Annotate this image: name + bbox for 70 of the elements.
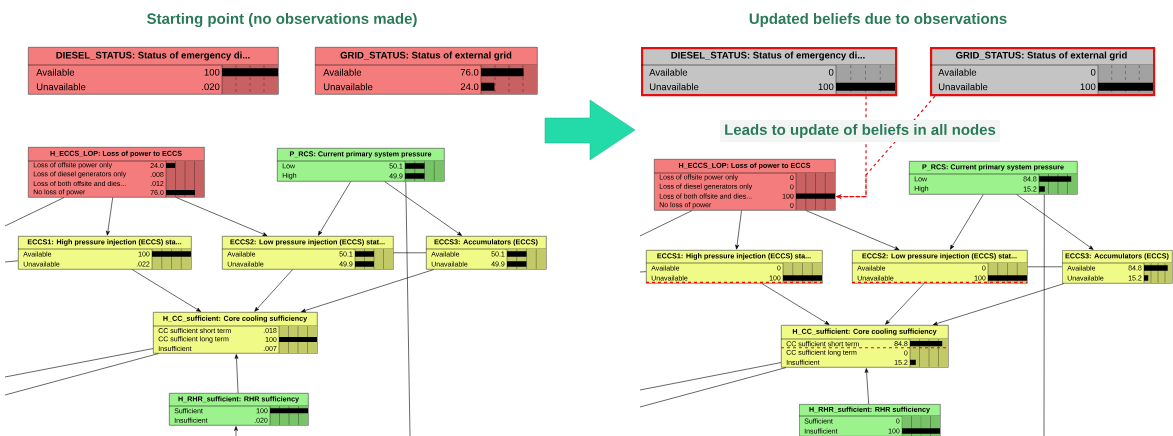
arrow bbox=[932, 283, 1065, 326]
state-label: Unavailable bbox=[36, 83, 86, 91]
state-label: Unavailable bbox=[323, 83, 373, 91]
connector-line bbox=[639, 367, 787, 408]
network-node bbox=[645, 250, 823, 284]
heading: Starting point (no observations made) bbox=[147, 12, 417, 28]
node-title: GRID_STATUS: Status of external grid bbox=[956, 51, 1127, 61]
network-node bbox=[425, 236, 547, 270]
node-title: DIESEL_STATUS: Status of emergency di... bbox=[671, 51, 865, 61]
connector-line bbox=[639, 271, 647, 273]
network-node bbox=[1061, 250, 1173, 284]
network-node bbox=[27, 147, 205, 198]
network-node bbox=[798, 404, 941, 436]
connector-line bbox=[639, 362, 782, 391]
arrow bbox=[950, 194, 984, 250]
arrow bbox=[301, 269, 434, 313]
state-value: 100 bbox=[204, 68, 220, 76]
network-node bbox=[851, 250, 1028, 284]
connector-line bbox=[4, 353, 159, 396]
connector-line bbox=[639, 210, 693, 237]
arrow bbox=[254, 269, 293, 312]
arrow bbox=[885, 283, 925, 325]
heading: Leads to update of beliefs in all nodes bbox=[720, 120, 1000, 142]
connector-line bbox=[4, 197, 65, 227]
state-label: Available bbox=[938, 68, 977, 76]
network-node bbox=[276, 148, 445, 182]
network-node bbox=[908, 161, 1078, 195]
connector-line bbox=[1043, 194, 1045, 436]
state-value: 100 bbox=[818, 83, 834, 91]
node-title: DIESEL_STATUS: Status of emergency di... bbox=[56, 51, 250, 61]
network-node bbox=[27, 47, 279, 95]
network-node bbox=[640, 47, 898, 97]
arrow bbox=[131, 269, 201, 312]
network-node bbox=[653, 159, 836, 211]
arrow bbox=[318, 181, 351, 236]
state-label: Unavailable bbox=[938, 83, 988, 91]
network-node bbox=[17, 236, 192, 270]
arrow bbox=[735, 210, 742, 250]
connector-line bbox=[393, 252, 427, 254]
arrow bbox=[864, 368, 869, 405]
connector-line bbox=[4, 260, 19, 263]
arrow bbox=[234, 354, 239, 394]
state-value: 76.0 bbox=[460, 68, 479, 76]
network-node bbox=[780, 325, 949, 368]
state-value: 100 bbox=[1080, 83, 1096, 91]
connector-line bbox=[1027, 266, 1063, 268]
heading: Updated beliefs due to observations bbox=[749, 13, 1007, 27]
state-label: Unavailable bbox=[649, 83, 699, 91]
arrow bbox=[1016, 194, 1094, 250]
node-title: GRID_STATUS: Status of external grid bbox=[340, 51, 512, 61]
state-value: .020 bbox=[202, 83, 220, 91]
arrow bbox=[761, 283, 830, 325]
connector-line bbox=[405, 181, 411, 436]
connector-line bbox=[4, 348, 154, 378]
state-label: Available bbox=[649, 68, 688, 76]
state-value: 24.0 bbox=[460, 83, 479, 91]
network-node bbox=[221, 236, 394, 270]
network-node bbox=[152, 312, 318, 354]
state-label: Available bbox=[323, 68, 362, 76]
state-label: Available bbox=[36, 68, 75, 76]
arrow bbox=[106, 197, 113, 236]
arrow bbox=[176, 197, 268, 236]
arrow bbox=[384, 181, 462, 236]
arrow bbox=[234, 426, 238, 436]
network-node bbox=[929, 47, 1156, 97]
state-value: 0 bbox=[1090, 68, 1096, 76]
arrow bbox=[805, 210, 900, 250]
state-value: 0 bbox=[828, 68, 834, 76]
network-node bbox=[168, 393, 309, 426]
network-node bbox=[314, 47, 538, 95]
